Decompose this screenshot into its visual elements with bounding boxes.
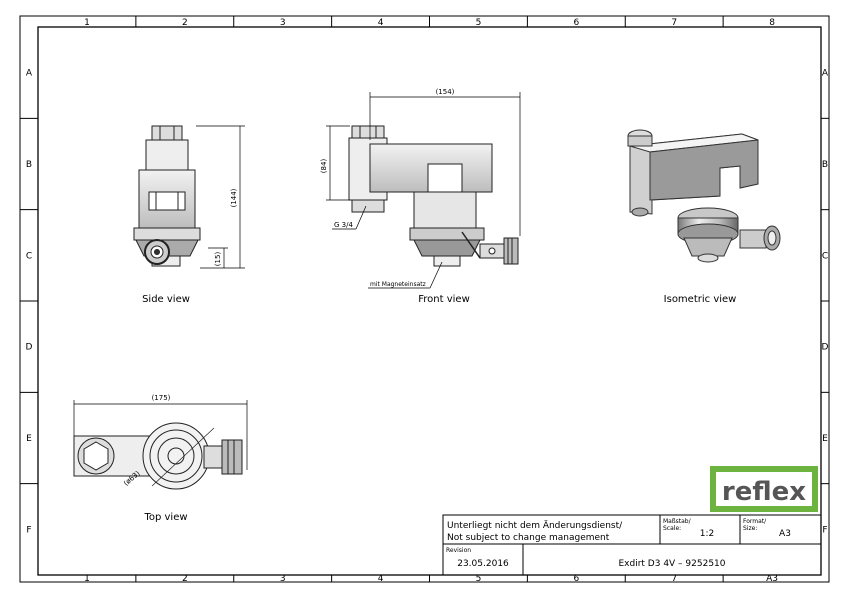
side-view-label: Side view	[142, 294, 190, 305]
grid-col-label-bottom: 2	[182, 574, 188, 584]
grid-labels: 1 1 2 2 3 3 4 4 5 5 6 6 7 7 8A3 A A B B C C D D E E F F	[26, 18, 829, 584]
grid-row-label-left: A	[26, 69, 33, 79]
grid-row-label-left: C	[26, 251, 32, 261]
grid-row-label-left: F	[26, 525, 31, 535]
grid-ticks	[20, 16, 829, 582]
front-view-height-dim: (84)	[320, 159, 328, 174]
grid-col-label-top: 7	[671, 18, 677, 28]
grid-col-label-bottom: 3	[280, 574, 286, 584]
grid-row-label-right: C	[822, 251, 828, 261]
grid-col-label-top: 5	[476, 18, 482, 28]
top-view-width-dim: (175)	[152, 394, 171, 402]
change-note-line1: Unterliegt nicht dem Änderungsdienst/	[447, 520, 623, 531]
grid-col-label-bottom: 7	[671, 574, 677, 584]
grid-row-label-left: E	[26, 434, 32, 444]
grid-col-label-top: 4	[378, 18, 384, 28]
top-view-label: Top view	[143, 512, 187, 523]
top-view-dimensions	[73, 400, 248, 470]
scale-value: 1:2	[700, 529, 714, 539]
grid-row-label-left: D	[26, 343, 33, 353]
drawing-title: Exdirt D3 4V – 9252510	[618, 559, 725, 569]
isometric-view-drawing	[627, 129, 781, 263]
grid-row-label-right: B	[822, 160, 828, 170]
scale-label-en: Scale:	[663, 525, 681, 532]
grid-row-label-right: F	[822, 525, 827, 535]
front-view-width-dim: (154)	[436, 88, 455, 96]
grid-col-label-top: 1	[84, 18, 90, 28]
grid-row-label-left: B	[26, 160, 32, 170]
top-view-drawing	[73, 422, 243, 490]
revision-date: 23.05.2016	[457, 559, 509, 569]
grid-col-label-bottom: 5	[476, 574, 482, 584]
grid-row-label-right: A	[822, 69, 829, 79]
reflex-logo: reflex	[710, 466, 818, 512]
format-value: A3	[779, 529, 791, 539]
grid-col-label-bottom: 1	[84, 574, 90, 584]
grid-row-label-right: D	[822, 343, 829, 353]
side-view-dimensions	[196, 125, 245, 269]
revision-label: Revision	[446, 547, 471, 554]
scale-label-de: Maßstab/	[663, 518, 692, 525]
change-note-line2: Not subject to change management	[447, 533, 610, 543]
grid-col-label-top: 2	[182, 18, 188, 28]
grid-col-label-top: 6	[573, 18, 579, 28]
front-view-dimensions	[326, 92, 521, 289]
title-block	[442, 514, 822, 576]
grid-col-label-top: 3	[280, 18, 286, 28]
grid-col-label-top: 8	[769, 18, 775, 28]
isometric-view-label: Isometric view	[664, 294, 737, 305]
logo-text: reflex	[722, 477, 806, 507]
format-label-en: Size:	[743, 525, 757, 532]
grid-col-label-bottom: 4	[378, 574, 384, 584]
side-view-height-dim: (144)	[230, 188, 238, 207]
grid-col-label-bottom: A3	[766, 574, 778, 584]
grid-col-label-bottom: 6	[573, 574, 579, 584]
front-view-magnet-label: mit Magneteinsatz	[370, 281, 426, 288]
format-label-de: Format/	[743, 518, 767, 525]
side-view-drawing	[133, 125, 201, 267]
front-view-drawing	[348, 125, 519, 267]
side-view-base-dim: (15)	[214, 252, 222, 267]
front-view-thread-label: G 3/4	[334, 221, 353, 229]
front-view-label: Front view	[418, 294, 470, 305]
grid-row-label-right: E	[822, 434, 828, 444]
